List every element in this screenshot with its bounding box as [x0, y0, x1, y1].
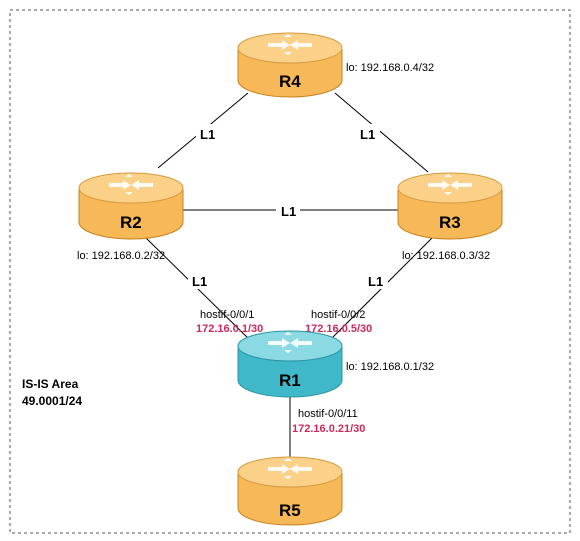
link-label-r4-r2: L1 [200, 127, 215, 142]
interface-r1-to-r2-name: hostif-0/0/1 [200, 309, 254, 321]
router-r3-name: R3 [439, 213, 461, 232]
isis-area-label-line2: 49.0001/24 [22, 394, 82, 408]
isis-area-border [9, 9, 571, 534]
link-label-r2-r1: L1 [192, 274, 207, 289]
link-label-r2-r3: L1 [281, 204, 296, 219]
interface-r1-to-r3-name: hostif-0/0/2 [311, 309, 365, 321]
isis-area-label-line1: IS-IS Area [22, 377, 79, 391]
router-r4-loopback: lo: 192.168.0.4/32 [346, 62, 434, 74]
link-label-r4-r3: L1 [360, 127, 375, 142]
router-r3-loopback: lo: 192.168.0.3/32 [402, 250, 490, 262]
router-r1-name: R1 [279, 371, 301, 390]
link-r4-r3 [334, 92, 429, 173]
router-r2-loopback: lo: 192.168.0.2/32 [77, 250, 165, 262]
router-r5[interactable]: R5 [237, 456, 343, 526]
router-r4[interactable]: R4 [237, 32, 343, 98]
interface-r1-to-r2-ip: 172.16.0.1/30 [196, 323, 263, 335]
router-r2-name: R2 [120, 213, 142, 232]
link-label-r3-r1: L1 [368, 274, 383, 289]
router-r1-loopback: lo: 192.168.0.1/32 [346, 361, 434, 373]
interface-r1-to-r5-name: hostif-0/0/11 [298, 408, 358, 420]
interface-r1-to-r5-ip: 172.16.0.21/30 [292, 423, 365, 435]
router-r5-name: R5 [279, 501, 301, 520]
router-r4-name: R4 [279, 72, 301, 91]
interface-r1-to-r3-ip: 172.16.0.5/30 [305, 323, 372, 335]
router-r2[interactable]: R2 [78, 172, 184, 240]
router-r1[interactable]: R1 [237, 330, 343, 398]
router-r3[interactable]: R3 [397, 172, 503, 240]
